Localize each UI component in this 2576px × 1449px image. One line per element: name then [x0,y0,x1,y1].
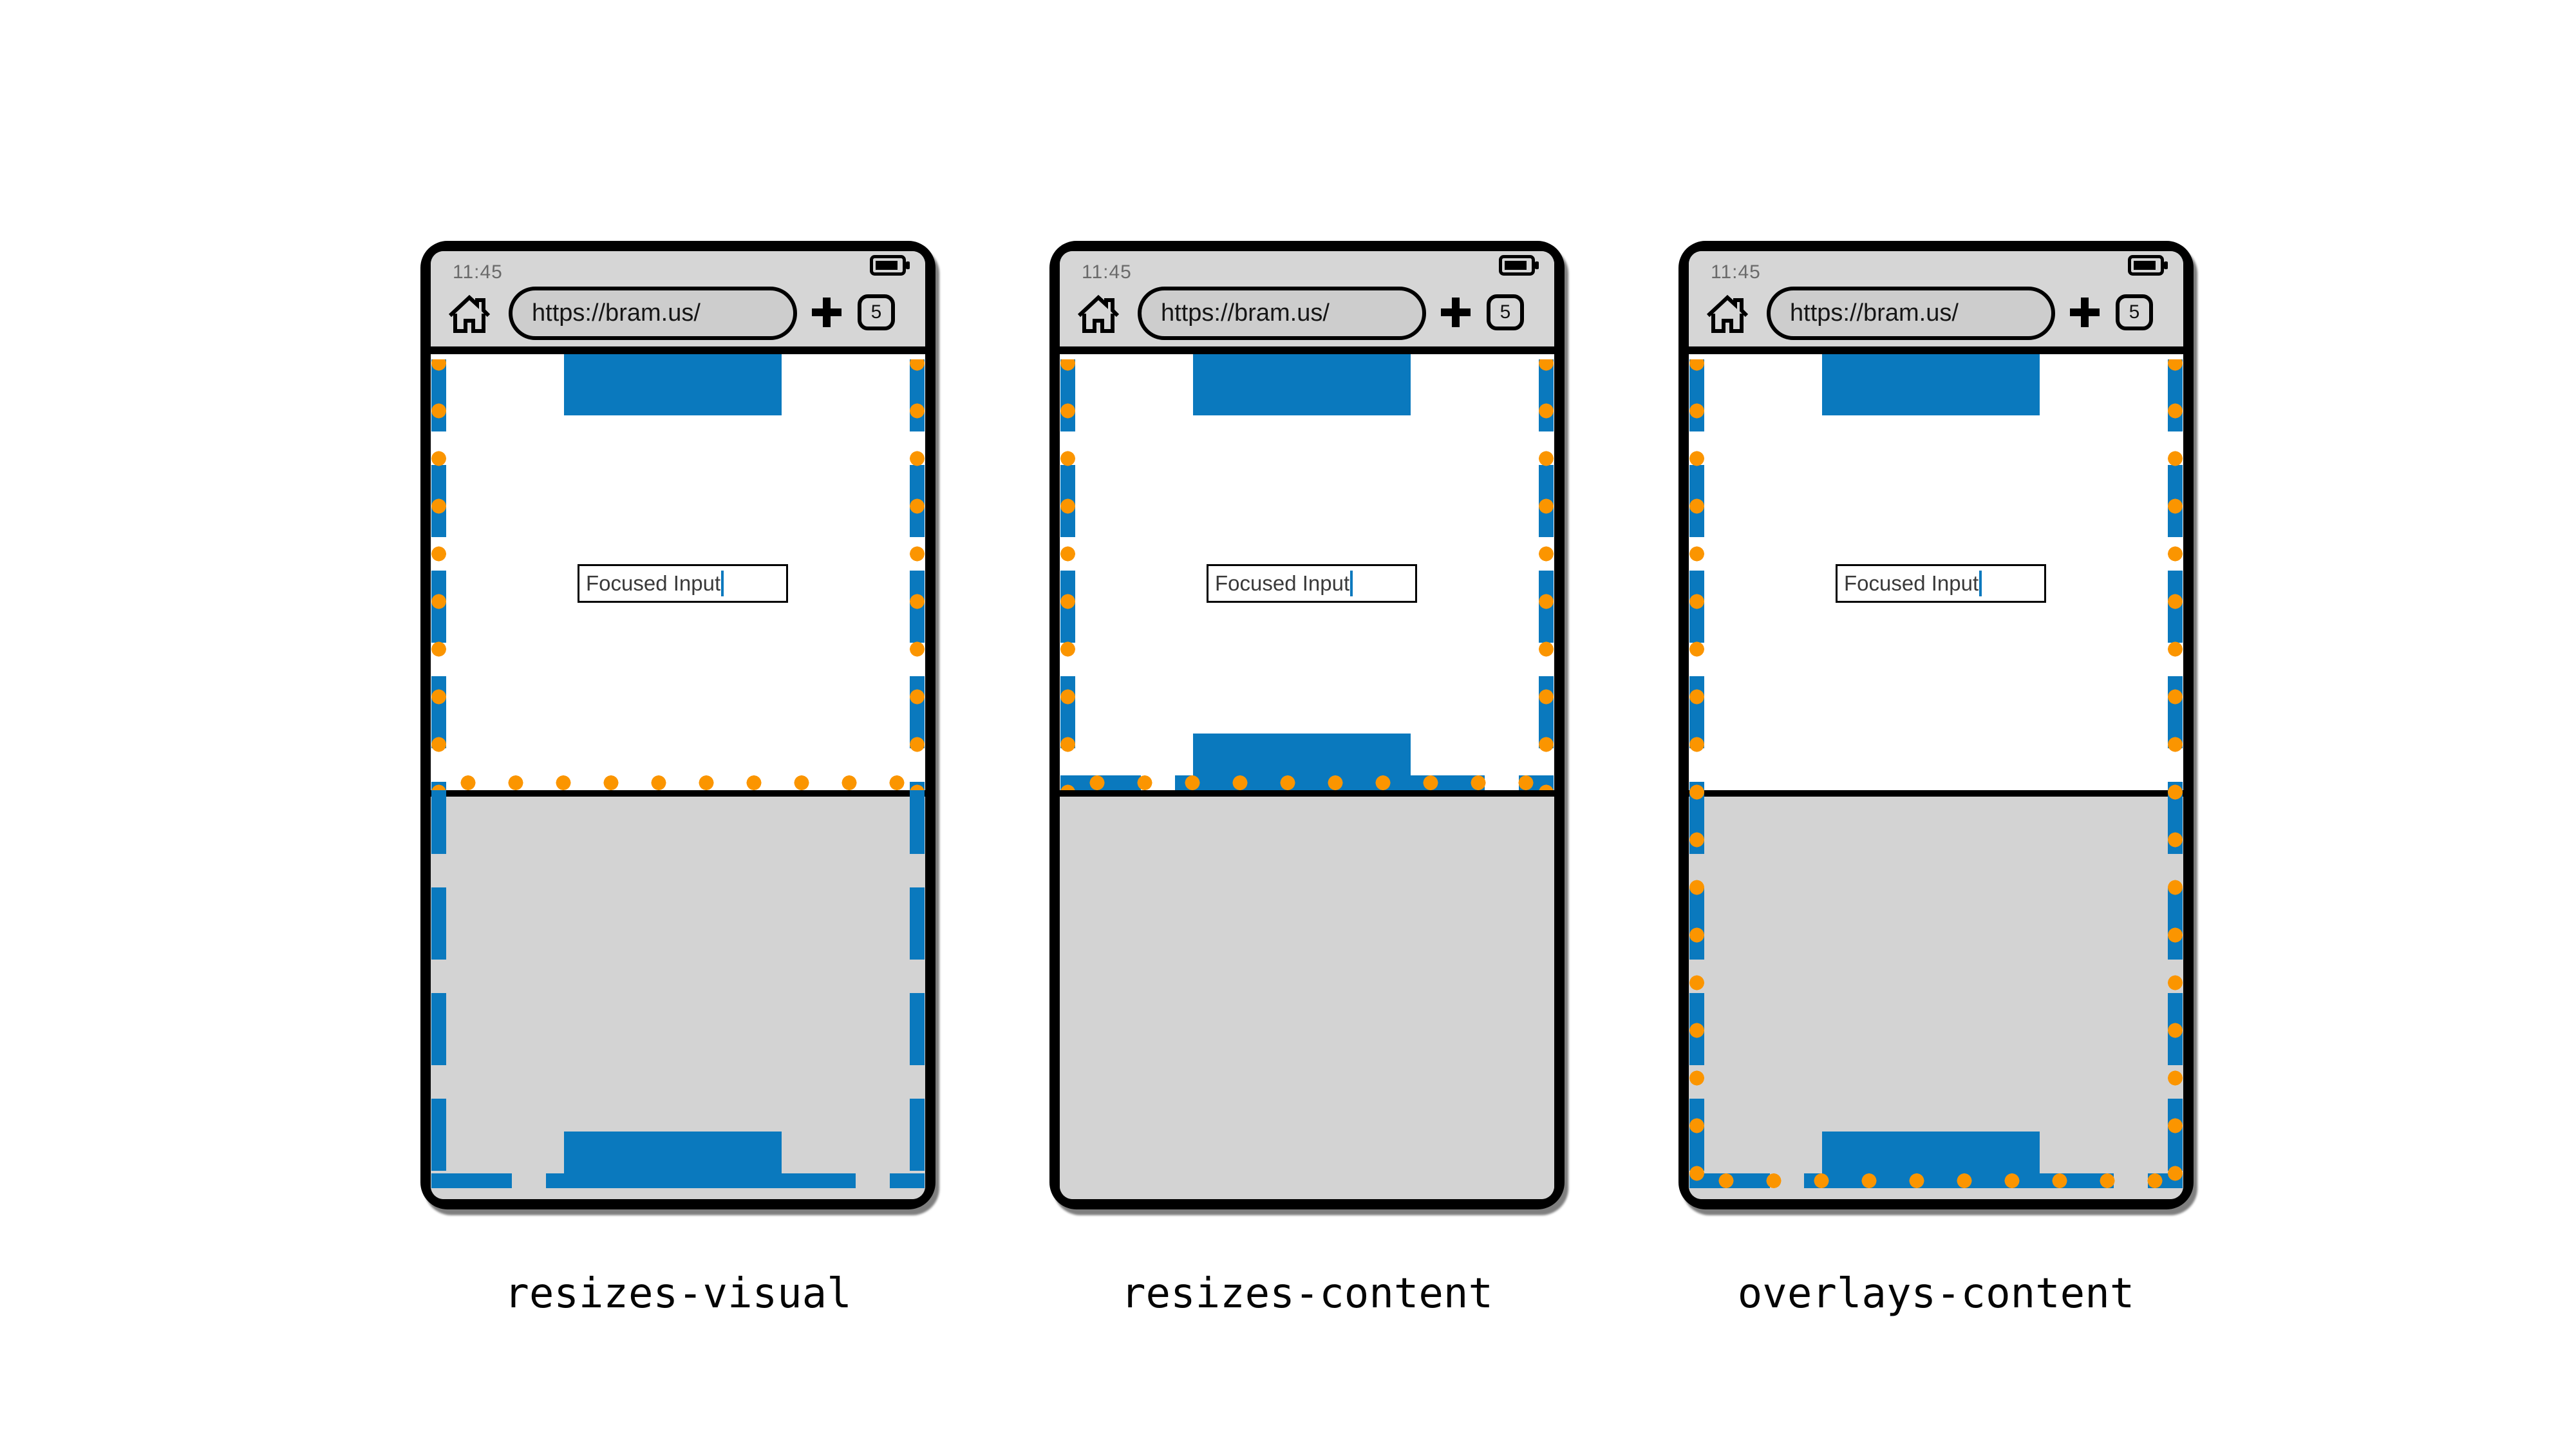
tab-counter[interactable]: 5 [1487,294,1524,330]
battery-icon [870,255,910,276]
visual-viewport-dots-right [1539,359,1554,790]
phone-overlays-content: Focused Input 11:45 https://bram.us/ [1678,241,2194,1209]
text-caret [1350,571,1353,596]
url-text: https://bram.us/ [1161,299,1330,327]
tab-count: 5 [870,301,882,323]
new-tab-plus-icon[interactable] [1441,298,1471,327]
keyboard-top-edge [1689,790,2183,797]
visual-viewport-dots-bottom [431,775,925,790]
focused-input[interactable]: Focused Input [1207,564,1417,603]
text-caret [1979,571,1982,596]
url-text: https://bram.us/ [1790,299,1959,327]
caption-overlays-content: overlays-content [1737,1270,2135,1318]
chrome-divider [431,346,925,354]
status-time: 11:45 [1711,261,1761,283]
new-tab-plus-icon[interactable] [2070,298,2100,327]
virtual-keyboard-area[interactable] [1060,797,1554,1199]
home-icon[interactable] [447,294,491,334]
visual-viewport-dots-bottom [1060,775,1554,790]
focused-input[interactable]: Focused Input [1836,564,2046,603]
battery-icon [2128,255,2168,276]
url-bar[interactable]: https://bram.us/ [1767,287,2055,340]
tab-counter[interactable]: 5 [2116,294,2153,330]
visual-viewport-dots-left [431,359,446,790]
keyboard-top-edge [1060,790,1554,797]
visual-viewport-dots-right [2168,359,2183,1188]
web-page-viewport: Focused Input [1689,251,2183,1199]
status-time: 11:45 [453,261,503,283]
browser-chrome: 11:45 https://bram.us/ [431,251,925,346]
status-time: 11:45 [1082,261,1132,283]
new-tab-plus-icon[interactable] [812,298,841,327]
page-fixed-header-block [1193,354,1411,415]
phone-resizes-content: Focused Input 11:45 https://bram.us/ [1049,241,1565,1209]
focused-input-value: Focused Input [1215,571,1350,595]
browser-chrome: 11:45 https://bram.us/ [1689,251,2183,346]
phone-screen: Focused Input 11:45 https://bram.us/ [431,251,925,1199]
url-bar[interactable]: https://bram.us/ [509,287,797,340]
web-page-viewport: Focused Input [431,251,925,1199]
visual-viewport-dots-bottom [1689,1173,2183,1188]
home-icon[interactable] [1706,294,1749,334]
tab-count: 5 [1500,301,1511,323]
focused-input-value: Focused Input [586,571,721,595]
battery-icon [1499,255,1539,276]
url-text: https://bram.us/ [532,299,700,327]
url-bar[interactable]: https://bram.us/ [1138,287,1426,340]
tab-count: 5 [2129,301,2140,323]
visual-viewport-dots-left [1689,359,1704,1188]
phone-screen: Focused Input 11:45 https://bram.us/ [1060,251,1554,1199]
caption-resizes-content: resizes-content [1121,1270,1493,1318]
browser-chrome: 11:45 https://bram.us/ [1060,251,1554,346]
keyboard-top-edge [431,790,925,797]
page-fixed-header-block [564,354,782,415]
phone-resizes-visual: Focused Input 11:45 https://bram.us/ [420,241,935,1209]
page-fixed-header-block [1822,354,2040,415]
visual-viewport-dots-left [1060,359,1075,790]
focused-input-value: Focused Input [1844,571,1979,595]
phone-screen: Focused Input 11:45 https://bram.us/ [1689,251,2183,1199]
page-fixed-footer-block [564,1132,782,1188]
web-page-viewport: Focused Input [1060,251,1554,1199]
visual-viewport-dots-right [910,359,925,790]
tab-counter[interactable]: 5 [858,294,895,330]
focused-input[interactable]: Focused Input [578,564,788,603]
chrome-divider [1689,346,2183,354]
caption-resizes-visual: resizes-visual [504,1270,852,1318]
home-icon[interactable] [1076,294,1120,334]
chrome-divider [1060,346,1554,354]
text-caret [721,571,724,596]
